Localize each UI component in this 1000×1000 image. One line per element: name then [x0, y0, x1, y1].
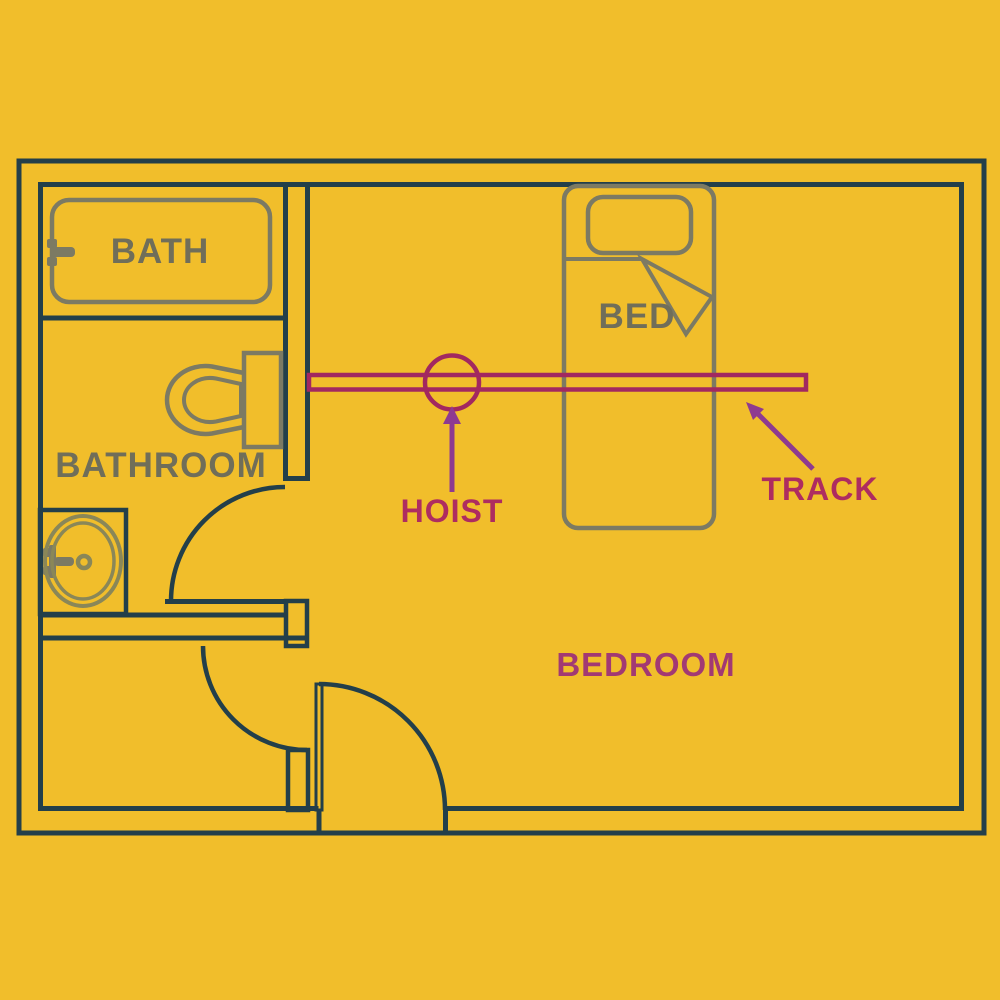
- bedroom-label-group: BEDROOM: [556, 646, 735, 683]
- toilet-tank: [241, 350, 284, 450]
- arrow-heads: [443, 402, 764, 424]
- sink-drain: [75, 553, 93, 571]
- exterior-wall-outer: [16, 158, 987, 836]
- fixture-labels: BATH BATHROOM BED: [55, 232, 676, 485]
- sink: [43, 514, 123, 608]
- sink-enclosure: [37, 507, 129, 617]
- wall-stub-lower: [285, 747, 311, 813]
- hoist-label: HOIST: [401, 493, 504, 529]
- track-arrow-shaft: [753, 409, 815, 471]
- bath-label: BATH: [111, 232, 210, 271]
- fixtures: [49, 183, 717, 531]
- bath-tap-handle-top: [47, 239, 57, 248]
- arrow-lines: [449, 409, 815, 492]
- hoist-arrowhead: [443, 406, 461, 424]
- bath-tap-handle-bottom: [47, 257, 57, 266]
- pillow: [585, 194, 694, 256]
- bed: [561, 183, 717, 531]
- equipment-labels: HOIST TRACK: [401, 471, 879, 529]
- sink-basin-outer: [43, 514, 123, 608]
- wall-stub-upper: [283, 598, 310, 649]
- bed-label: BED: [599, 297, 676, 336]
- toilet-seat: [181, 375, 243, 425]
- bath-tap-spout: [50, 247, 75, 257]
- track-arrowhead: [746, 402, 764, 420]
- ceiling-track: [306, 372, 809, 392]
- bathroom-door-arc: [168, 484, 286, 602]
- inner-door-arc: [200, 645, 308, 753]
- bedroom-label: BEDROOM: [556, 646, 735, 683]
- sink-tap-spout: [54, 557, 74, 566]
- toilet-bowl: [164, 363, 245, 437]
- bed-blanket-fold: [636, 253, 715, 338]
- walls: [16, 158, 987, 836]
- track-label: TRACK: [762, 471, 879, 507]
- sink-basin-inner: [50, 521, 116, 601]
- interior-wall-bathroom-bedroom: [283, 184, 310, 481]
- exterior-wall-inner: [38, 182, 964, 811]
- bedroom-door-arc: [318, 681, 448, 811]
- bathroom-label: BATHROOM: [55, 446, 267, 485]
